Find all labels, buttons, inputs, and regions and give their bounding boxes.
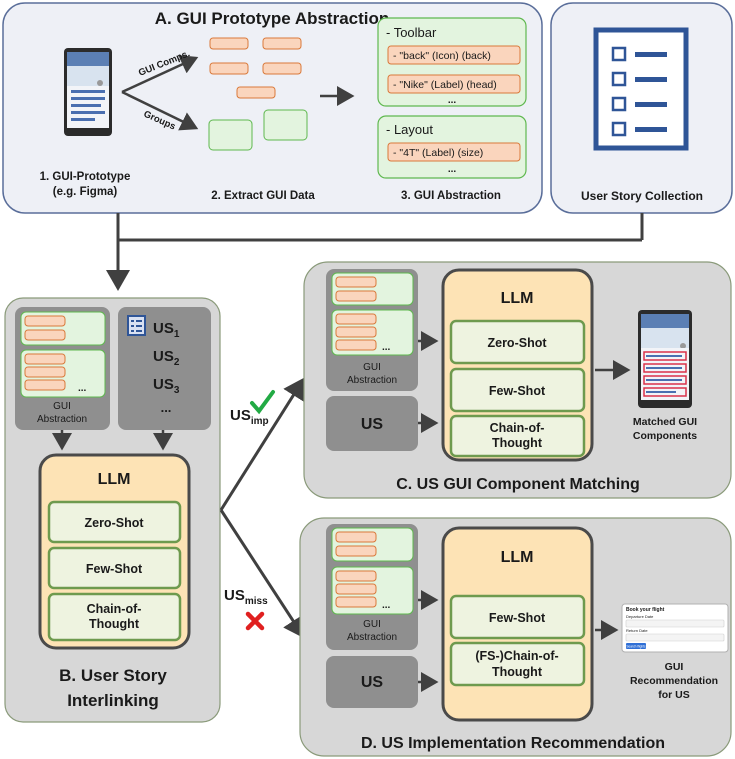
groups-arrow — [121, 90, 199, 131]
toolbar-item2: - "Nike" (Label) (head) — [393, 79, 497, 91]
b-gui-ellipsis: ... — [78, 383, 87, 394]
matched-gui-phone — [638, 310, 692, 408]
document-list-icon — [593, 27, 689, 151]
d-few-shot-label: Few-Shot — [489, 611, 546, 625]
d-output-line1: GUI — [665, 661, 684, 673]
d-fs-cot-box — [449, 641, 586, 687]
d-form-field2: Return Date — [626, 628, 648, 633]
b-us-ellipsis: ... — [161, 400, 172, 415]
c-cot-line2: Thought — [492, 436, 543, 450]
d-form-field1: Departure Date — [626, 614, 654, 619]
b-cot-box — [47, 592, 182, 642]
section-b-title-line2: Interlinking — [67, 691, 159, 710]
step3-label: 3. GUI Abstraction — [401, 190, 501, 202]
c-zero-shot-box — [449, 319, 586, 365]
b-us3: US3 — [153, 376, 180, 396]
section-d-panel: ... GUI Abstraction US LLM Few-Shot (FS-… — [299, 517, 732, 757]
section-d-title: D. US Implementation Recommendation — [361, 735, 665, 752]
b-gui-abstraction-line2: Abstraction — [37, 414, 87, 425]
c-gui-abstraction-line2: Abstraction — [347, 375, 397, 386]
d-us-label: US — [361, 674, 384, 691]
b-us-list-box — [118, 307, 211, 430]
c-cot-line1: Chain-of- — [490, 421, 545, 435]
gui-prototype-phone — [64, 48, 112, 136]
c-zero-shot-label: Zero-Shot — [487, 336, 547, 350]
user-story-collection-panel: User Story Collection — [550, 2, 733, 214]
layout-item1: - "4T" (Label) (size) — [393, 147, 483, 159]
extracted-gui-components — [209, 37, 302, 99]
c-output-line2: Components — [633, 430, 697, 442]
b-document-icon — [127, 315, 146, 336]
c-llm-label: LLM — [501, 290, 534, 307]
b-cot-line1: Chain-of- — [87, 602, 142, 616]
c-few-shot-label: Few-Shot — [489, 384, 546, 398]
step2-label: 2. Extract GUI Data — [211, 190, 315, 202]
user-story-collection-label: User Story Collection — [581, 189, 703, 203]
d-fs-cot-line2: Thought — [492, 665, 543, 679]
us-imp-label: USimp — [230, 407, 269, 427]
us-miss-label: USmiss — [224, 587, 268, 607]
b-few-shot-box — [47, 546, 182, 590]
section-b-panel: ... GUI Abstraction US1 US2 US3 ... LLM … — [4, 297, 221, 723]
c-us-box — [326, 396, 418, 451]
section-b-title-line1: B. User Story — [59, 666, 167, 685]
b-zero-shot-box — [47, 500, 182, 544]
section-c-panel: ... GUI Abstraction US LLM Zero-Shot Few… — [303, 261, 732, 499]
check-icon — [250, 390, 275, 415]
b-zero-shot-label: Zero-Shot — [84, 516, 144, 530]
section-a-panel: A. GUI Prototype Abstraction 1. GUI-Prot… — [2, 2, 543, 214]
d-form-button: Search flights — [626, 645, 646, 649]
merge-connector — [116, 213, 644, 242]
toolbar-header: - Toolbar — [386, 25, 437, 40]
gui-comps-arrow — [121, 55, 199, 94]
step1-label-line2: (e.g. Figma) — [53, 186, 118, 198]
b-llm-label: LLM — [98, 471, 131, 488]
d-us-box — [326, 656, 418, 708]
us-miss-arrow — [219, 509, 305, 639]
c-gui-ellipsis: ... — [382, 342, 391, 353]
step1-label-line1: 1. GUI-Prototype — [40, 171, 131, 183]
c-gui-abstraction-line1: GUI — [363, 362, 381, 373]
d-form-title: Book your flight — [626, 607, 665, 613]
c-cot-box — [449, 414, 586, 458]
b-gui-abstraction-line1: GUI — [53, 401, 71, 412]
c-us-label: US — [361, 416, 384, 433]
layout-group-box: - Layout - "4T" (Label) (size) ... — [377, 115, 527, 179]
b-cot-line2: Thought — [89, 617, 140, 631]
section-c-title: C. US GUI Component Matching — [396, 476, 640, 493]
d-output-line2: Recommendation — [630, 675, 718, 687]
extracted-groups — [208, 109, 308, 151]
d-fs-cot-line1: (FS-)Chain-of- — [475, 649, 558, 663]
toolbar-item1: - "back" (Icon) (back) — [393, 50, 491, 62]
d-gui-abstraction-line2: Abstraction — [347, 632, 397, 643]
toolbar-ellipsis: ... — [448, 95, 457, 106]
us-imp-arrow — [219, 377, 305, 511]
d-few-shot-box — [449, 594, 586, 640]
b-us2: US2 — [153, 348, 180, 368]
c-output-line1: Matched GUI — [633, 416, 697, 428]
layout-ellipsis: ... — [448, 164, 457, 175]
d-output-line3: for US — [658, 689, 690, 701]
toolbar-group-box: - Toolbar - "back" (Icon) (back) - "Nike… — [377, 17, 527, 107]
c-few-shot-box — [449, 367, 586, 413]
section-a-title: A. GUI Prototype Abstraction — [155, 9, 390, 28]
layout-header: - Layout — [386, 122, 433, 137]
d-llm-label: LLM — [501, 549, 534, 566]
d-gui-abstraction-line1: GUI — [363, 619, 381, 630]
cross-icon — [245, 611, 265, 631]
recommended-gui-form: Book your flight Departure Date Return D… — [621, 603, 729, 653]
b-few-shot-label: Few-Shot — [86, 562, 143, 576]
d-gui-ellipsis: ... — [382, 600, 391, 611]
b-us1: US1 — [153, 320, 180, 340]
c-llm-box — [441, 268, 594, 462]
